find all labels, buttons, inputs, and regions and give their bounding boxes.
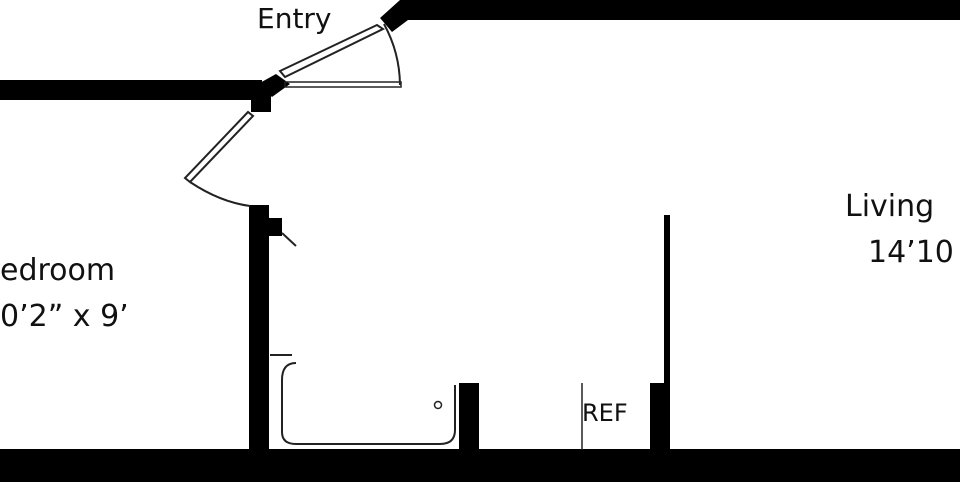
entry-door-swing	[383, 23, 401, 86]
bathroom-door-stub	[281, 232, 297, 247]
door-jamb-post	[251, 84, 271, 112]
entry-threshold	[284, 81, 402, 88]
bedroom-name: edroom	[0, 253, 115, 288]
wall-stub	[268, 218, 282, 236]
bedroom-size: 0’2” x 9’	[0, 299, 129, 334]
living-name: Living	[845, 189, 934, 224]
fridge-label: REF	[582, 399, 628, 427]
kitchen-partition	[664, 215, 670, 385]
kitchen-wall	[650, 383, 670, 453]
bathroom-left-wall	[249, 205, 269, 460]
entry-door-leaf	[278, 23, 386, 79]
fixtures	[270, 354, 583, 450]
top-wall	[380, 0, 960, 32]
tub-wall	[459, 383, 479, 453]
tub-drain	[433, 400, 443, 410]
entry-label: Entry	[257, 2, 332, 35]
bedroom-door-swing	[189, 181, 251, 207]
bedroom-top-wall	[0, 80, 262, 100]
doors	[183, 23, 402, 247]
living-size: 14’10	[868, 235, 954, 270]
bathtub	[281, 362, 456, 445]
bottom-wall	[0, 449, 960, 482]
